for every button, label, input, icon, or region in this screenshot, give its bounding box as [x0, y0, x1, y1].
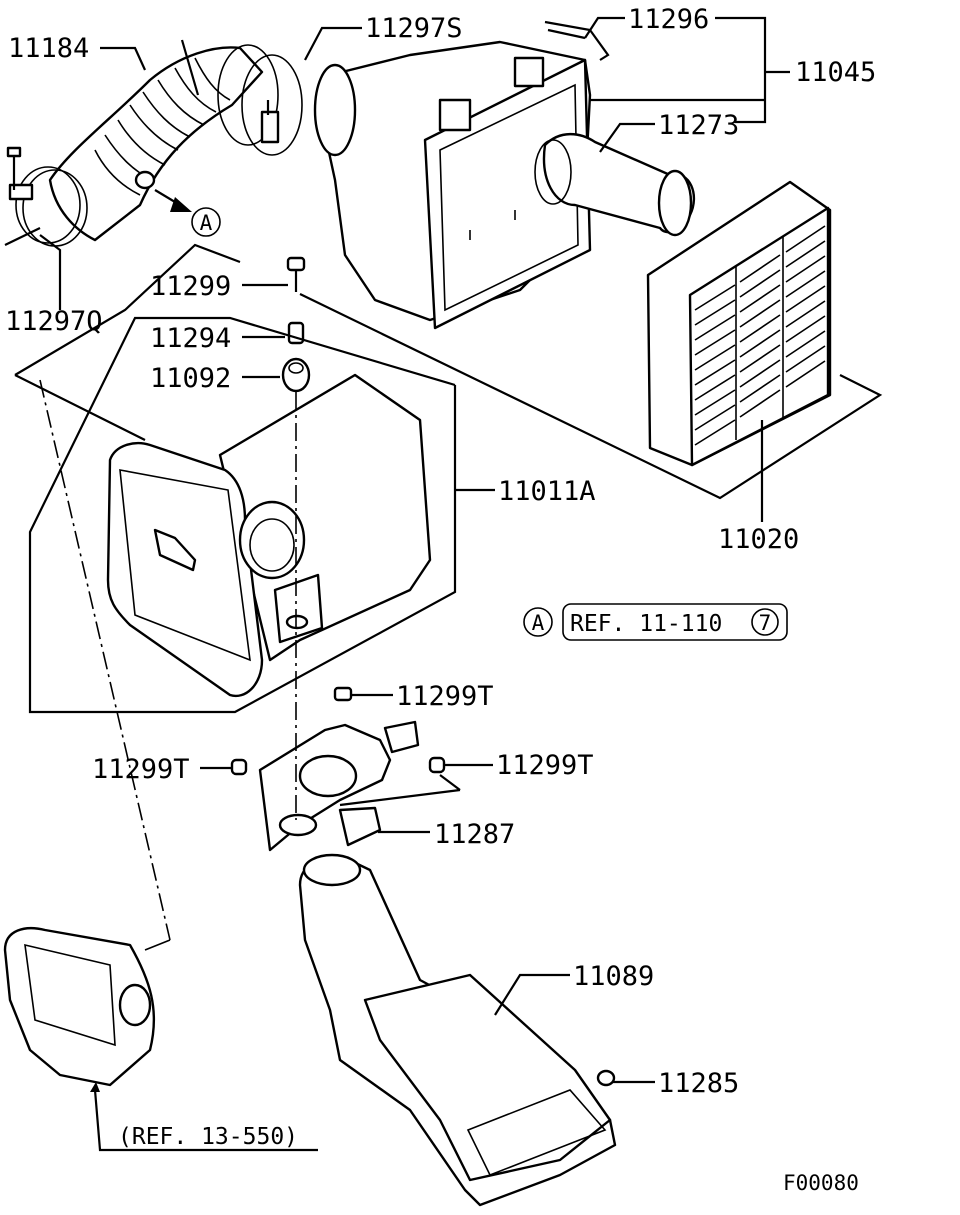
ref-11-110-text: REF. 11-110 [570, 611, 722, 637]
callouts: 11184 11297S 11296 11045 11273 11297Q 11… [5, 4, 876, 1099]
callout-11297s: 11297S [365, 13, 463, 44]
marker-a-letter: A [200, 211, 213, 235]
air-intake-11089-drawing [298, 853, 617, 1207]
ref-11-110-number: 7 [759, 611, 772, 635]
air-duct-11273-drawing [534, 132, 696, 237]
ref-11-110-box: A REF. 11-110 7 [523, 603, 788, 641]
leader-lines [4, 16, 883, 1152]
clamp-11297s-drawing [217, 44, 303, 156]
callout-11092: 11092 [150, 363, 231, 394]
callout-11287: 11287 [434, 819, 515, 850]
intake-hose-drawing [48, 39, 264, 242]
figure-code: F00080 [783, 1171, 859, 1195]
airflow-sensor-drawing [3, 927, 156, 1087]
air-cleaner-cover-drawing [313, 20, 610, 330]
small-parts-drawing [281, 256, 311, 393]
callout-11045: 11045 [795, 57, 876, 88]
callout-11297q: 11297Q [5, 306, 103, 337]
callout-11273: 11273 [658, 110, 739, 141]
callout-11296: 11296 [628, 4, 709, 35]
ref-marker-a-letter: A [532, 611, 545, 635]
air-filter-element-drawing [646, 180, 832, 467]
callout-11294: 11294 [150, 323, 231, 354]
callout-11299: 11299 [150, 271, 231, 302]
callout-11011a: 11011A [498, 476, 596, 507]
callout-11299t-top: 11299T [396, 681, 494, 712]
callout-11299t-left: 11299T [92, 754, 190, 785]
ref-13-550: (REF. 13-550) [118, 1124, 298, 1150]
marker-a: A [191, 207, 221, 237]
callout-11089: 11089 [573, 961, 654, 992]
air-cleaner-case-drawing [106, 373, 432, 698]
filter-pleats [694, 225, 826, 446]
callout-11299t-right: 11299T [496, 750, 594, 781]
callout-11285: 11285 [658, 1068, 739, 1099]
bracket-11287-drawing [230, 686, 446, 852]
callout-11020: 11020 [718, 524, 799, 555]
callout-11184: 11184 [8, 33, 89, 64]
